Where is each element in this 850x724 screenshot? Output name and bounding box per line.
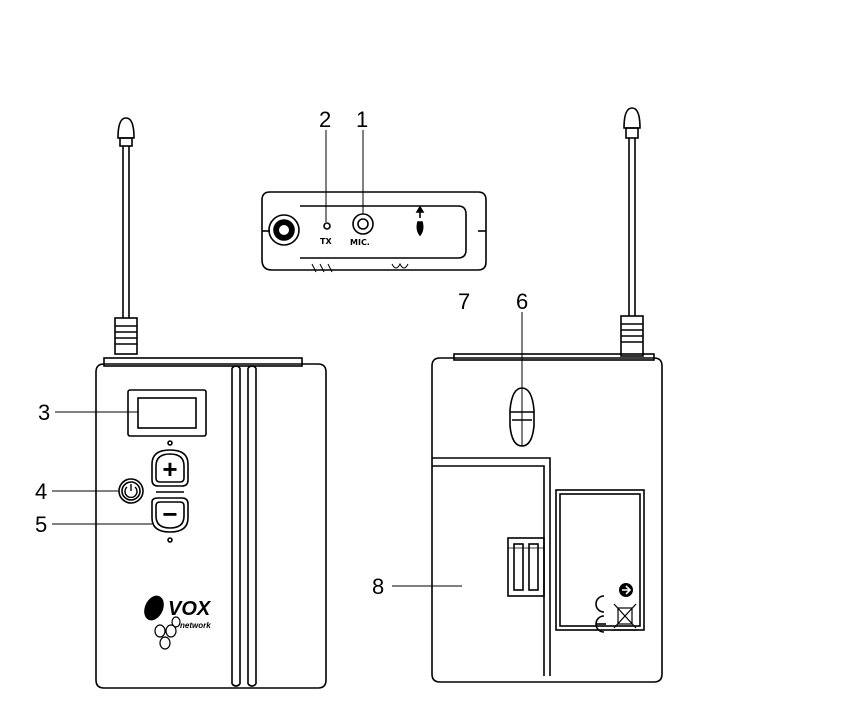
brand-sub: network: [180, 621, 211, 630]
callout-4: 4: [35, 479, 47, 504]
callout-7: 7: [458, 289, 470, 314]
label-plate: [555, 489, 645, 631]
mic-jack-outer: [268, 214, 300, 246]
callout-6: 6: [516, 289, 528, 314]
callout-8: 8: [372, 574, 384, 599]
recycle-bin-icon: [612, 603, 638, 631]
volume-up-button[interactable]: [151, 449, 189, 487]
callout-1: 1: [356, 107, 368, 132]
brand-name: VOX: [168, 598, 212, 620]
battery-cover: [432, 457, 551, 676]
ce-mark-icon: [595, 595, 606, 633]
lcd-display: [127, 389, 207, 437]
front-view: [95, 117, 327, 689]
callout-5: 5: [35, 512, 47, 537]
back-view: [431, 107, 663, 683]
antenna-icon: [416, 221, 424, 237]
top-view: [261, 191, 487, 273]
plus-symbol: +: [162, 454, 177, 484]
antenna-connector: [114, 317, 138, 355]
minus-symbol: −: [162, 499, 177, 529]
brand-logo: [144, 595, 181, 650]
tx-label: TX: [320, 237, 332, 246]
mic-label: MIC.: [350, 238, 370, 247]
power-icon: [124, 486, 138, 499]
tx-led: [323, 222, 331, 230]
volume-down-button[interactable]: [151, 497, 189, 533]
leader-lines: [52, 130, 523, 587]
callout-3: 3: [38, 400, 50, 425]
callout-2: 2: [319, 107, 331, 132]
belt-clip: [509, 387, 535, 447]
battery-latch: [507, 537, 545, 597]
mic-input: [352, 213, 374, 235]
antenna-tip: [117, 117, 135, 139]
